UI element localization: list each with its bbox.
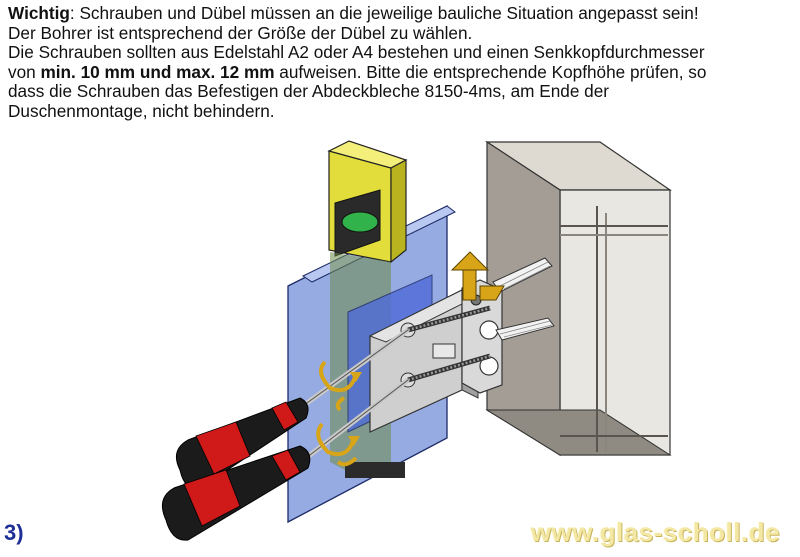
rotation-arrow-icon xyxy=(319,360,362,412)
wall-block xyxy=(484,140,672,457)
website-watermark: www.glas-scholl.de xyxy=(530,517,780,547)
screwdriver-icon xyxy=(161,378,410,541)
instruction-line-4-pre: von xyxy=(8,61,41,82)
instruction-line-6: Duschenmontage, nicht behindern. xyxy=(8,100,275,121)
instruction-line-3: Die Schrauben sollten aus Edelstahl A2 o… xyxy=(8,42,705,63)
instruction-line-2: Der Bohrer ist entsprechend der Größe de… xyxy=(8,22,473,43)
step-number: 3) xyxy=(4,520,24,545)
instruction-text: Wichtig: Schrauben und Dübel müssen an d… xyxy=(8,3,798,122)
head-diameter-spec: min. 10 mm und max. 12 mm xyxy=(40,61,275,82)
instruction-line-5: dass die Schrauben das Befestigen der Ab… xyxy=(8,81,609,102)
screwdriver-icon xyxy=(175,327,410,490)
screw-icon xyxy=(407,305,491,383)
head-size-arrow-icon xyxy=(450,251,505,301)
instruction-line-4-rest: aufweisen. Bitte die entsprechende Kopfh… xyxy=(274,61,707,82)
important-label: Wichtig xyxy=(8,3,70,23)
instruction-line-4: von min. 10 mm und max. 12 mm aufweisen.… xyxy=(8,61,798,83)
instruction-line-1: Wichtig: Schrauben und Dübel müssen an d… xyxy=(8,3,798,24)
instruction-line-1-text: : Schrauben und Dübel müssen an die jewe… xyxy=(69,3,699,23)
rotation-arrow-icon xyxy=(316,422,360,467)
